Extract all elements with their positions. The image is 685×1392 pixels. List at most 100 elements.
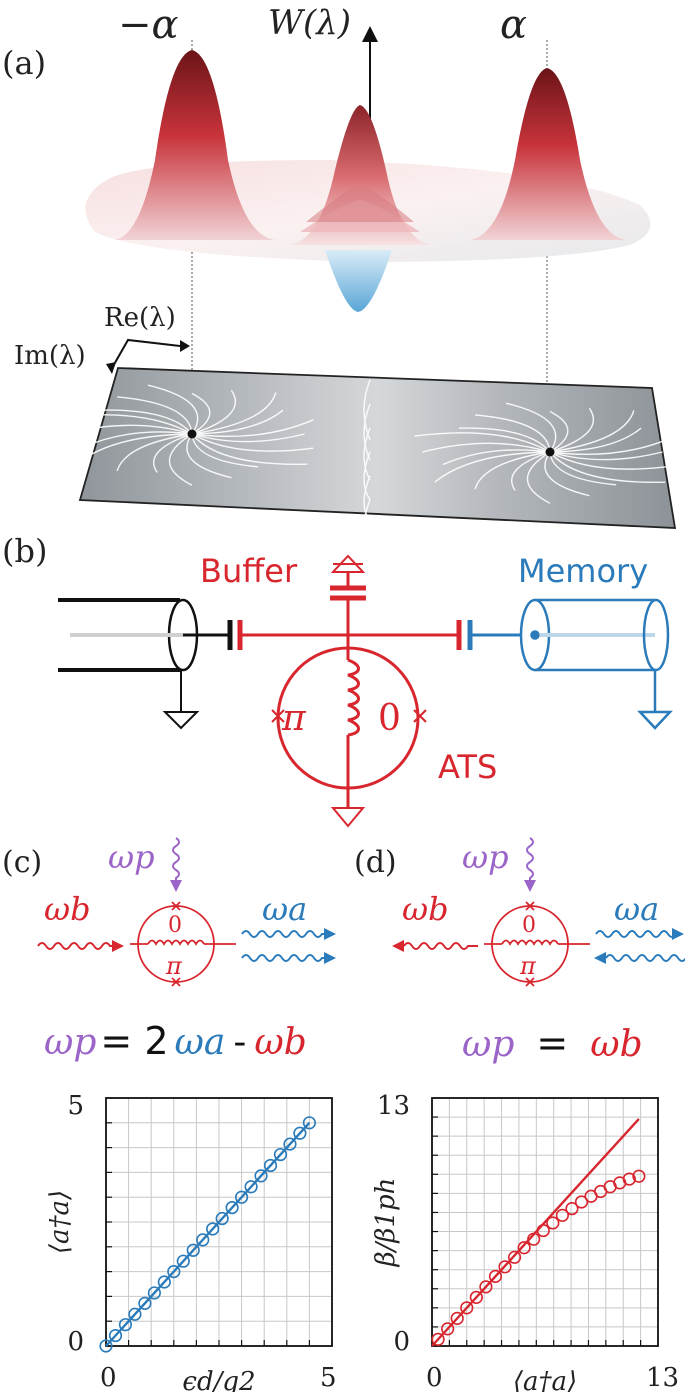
d-pump-arrow xyxy=(524,880,536,892)
data-point xyxy=(128,1307,142,1321)
memory-label: Memory xyxy=(518,552,648,590)
streamline xyxy=(191,392,211,435)
panel-label-b: (b) xyxy=(2,532,47,570)
d-ats-zero: 0 xyxy=(522,913,536,938)
wigner-peak-right xyxy=(470,68,626,240)
x-axis-label: ⟨a†a⟩ xyxy=(513,1367,577,1392)
data-point xyxy=(147,1286,161,1300)
c-ats-symbol xyxy=(130,901,236,987)
data-point xyxy=(517,1241,531,1255)
d-omega-a: ωa xyxy=(614,890,659,928)
data-point xyxy=(469,1290,483,1304)
x-tick-label: 13 xyxy=(646,1363,679,1392)
wigner-axis-label: W(λ) xyxy=(268,3,351,43)
wigner-interference-fringe xyxy=(306,185,414,222)
d-memory-wave-out xyxy=(605,954,685,962)
streamline xyxy=(168,433,193,486)
fit-line xyxy=(105,1121,311,1347)
data-point xyxy=(206,1222,220,1236)
d-memory-arrow-in xyxy=(672,928,684,940)
streamline xyxy=(474,451,551,490)
d-memory-wave-in xyxy=(595,930,680,938)
streamline xyxy=(549,451,663,461)
c-eq-omega-p: ωp xyxy=(44,1022,96,1063)
data-point xyxy=(196,1233,210,1247)
c-eq-omega-b: ωb xyxy=(254,1022,306,1063)
im-arrowhead xyxy=(106,362,116,374)
streamline xyxy=(363,379,371,441)
data-point xyxy=(108,1328,123,1343)
data-point xyxy=(546,1216,560,1230)
d-buffer-arrow xyxy=(392,940,404,952)
y-tick-label: 13 xyxy=(377,1091,410,1121)
c-pump-wave xyxy=(172,837,180,884)
re-arrowhead xyxy=(180,340,190,352)
ats-label: ATS xyxy=(438,748,497,786)
d-omega-p: ωp xyxy=(462,838,509,876)
streamline xyxy=(434,451,551,483)
x-axis-label: ϵd/g2 xyxy=(182,1367,255,1392)
streamline xyxy=(549,427,642,453)
d-buffer-wave-out xyxy=(403,942,478,950)
ats-zero-label: 0 xyxy=(378,698,401,739)
d-omega-b: ωb xyxy=(402,890,449,928)
panel-d: (d) ωp ωb 0 π ωa ωp=ωb xyxy=(354,837,685,1065)
attractor-alpha xyxy=(545,447,555,457)
c-eq-minus: - xyxy=(233,1022,246,1063)
d-ats-symbol xyxy=(484,901,590,987)
streamline xyxy=(549,407,595,453)
c-buffer-wave-in xyxy=(37,942,116,950)
data-point xyxy=(460,1301,474,1315)
d-memory-arrow-out xyxy=(594,952,606,964)
d-ats-pi: π xyxy=(519,952,537,980)
y-tick-label: 0 xyxy=(67,1327,84,1357)
c-ats-zero: 0 xyxy=(168,913,182,938)
data-point xyxy=(283,1137,297,1151)
data-point xyxy=(555,1208,569,1222)
c-memory-wave-2 xyxy=(241,954,328,962)
panel-label-a: (a) xyxy=(2,44,46,82)
y-axis-label: β/β1ph xyxy=(371,1178,401,1268)
flow-streamlines xyxy=(56,379,672,541)
data-point xyxy=(244,1180,258,1194)
wigner-peak-left xyxy=(115,50,275,240)
streamline xyxy=(117,396,193,435)
data-point xyxy=(302,1116,317,1130)
data-point xyxy=(157,1275,171,1289)
c-memory-arrow-2 xyxy=(324,952,336,964)
streamline xyxy=(549,451,617,486)
data-point xyxy=(574,1195,589,1209)
c-memory-wave-1 xyxy=(241,930,328,938)
panel-label-d: (d) xyxy=(354,845,397,880)
im-axis-label: Im(λ) xyxy=(14,341,86,371)
streamline xyxy=(414,432,551,453)
streamline xyxy=(549,451,666,483)
plot-frame xyxy=(431,1097,659,1347)
streamline xyxy=(549,410,569,453)
streamline xyxy=(458,427,551,453)
d-eq-omega-b: ωb xyxy=(590,1024,642,1065)
data-point xyxy=(118,1318,133,1332)
streamline xyxy=(64,424,193,435)
streamline xyxy=(191,409,284,435)
streamline xyxy=(363,427,371,481)
panel-label-c: (c) xyxy=(2,845,42,880)
streamline xyxy=(549,410,635,453)
y-tick-label: 0 xyxy=(393,1327,410,1357)
plot-frame xyxy=(105,1097,333,1347)
streamline xyxy=(475,414,551,453)
streamline xyxy=(191,392,277,435)
streamline xyxy=(363,499,371,541)
streamline xyxy=(442,449,551,466)
data-point xyxy=(215,1211,229,1226)
fit-line xyxy=(431,1118,640,1347)
streamline xyxy=(191,433,305,443)
data-point xyxy=(622,1172,636,1186)
data-point xyxy=(488,1269,503,1283)
panel-a: (a) −α α W(λ) Re(λ) Im(λ) xyxy=(2,2,677,541)
x-tick-label: 0 xyxy=(100,1363,117,1392)
d-equation: ωp=ωb xyxy=(462,1021,643,1065)
w-axis-arrowhead xyxy=(362,26,378,42)
